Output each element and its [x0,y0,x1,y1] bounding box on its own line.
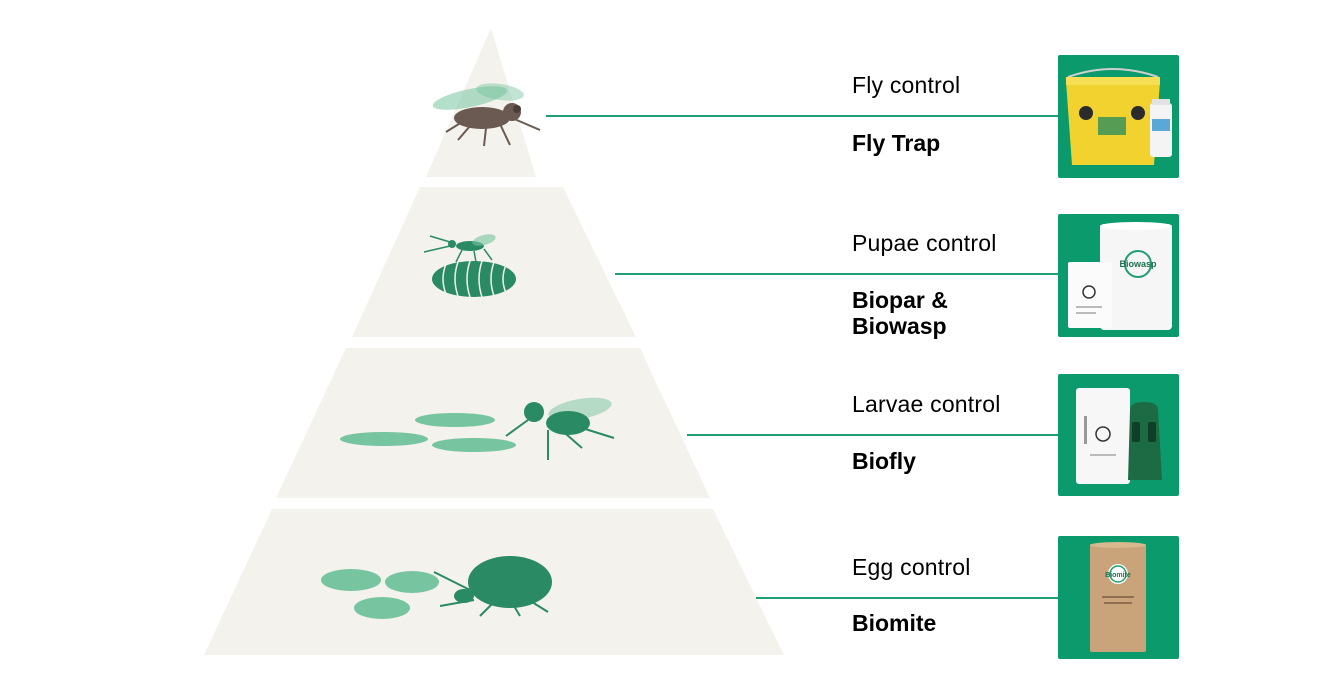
larvae-and-fly-icon [340,397,615,460]
biowasp-pack-text: Biowasp [1119,259,1157,269]
wasp-on-pupa-icon [423,234,516,298]
tier-product-3: Biofly [852,448,916,474]
fly-trap-bucket-icon [1058,55,1179,178]
mite-and-eggs-icon [321,556,552,619]
biomite-tube-icon: Biomite [1058,536,1179,659]
biofly-pack-icon [1058,374,1179,496]
tier-product-1: Fly Trap [852,130,941,156]
housefly-icon [432,83,541,147]
tier-label-4: Egg control [852,554,971,580]
biomite-thumbnail: Biomite [1058,536,1179,659]
fly-trap-thumbnail [1058,55,1179,178]
tier-label-2: Pupae control [852,230,997,256]
tier-product-4: Biomite [852,610,937,636]
biowasp-pack-icon: Biowasp [1058,214,1179,337]
biomite-pack-text: Biomite [1105,572,1131,579]
biowasp-thumbnail: Biowasp [1058,214,1179,337]
biofly-thumbnail [1058,374,1179,496]
tier-product-2: Biopar & Biowasp [852,287,948,339]
tier-label-3: Larvae control [852,391,1001,417]
pyramid-tier-3 [276,348,710,498]
tier-label-1: Fly control [852,72,961,98]
